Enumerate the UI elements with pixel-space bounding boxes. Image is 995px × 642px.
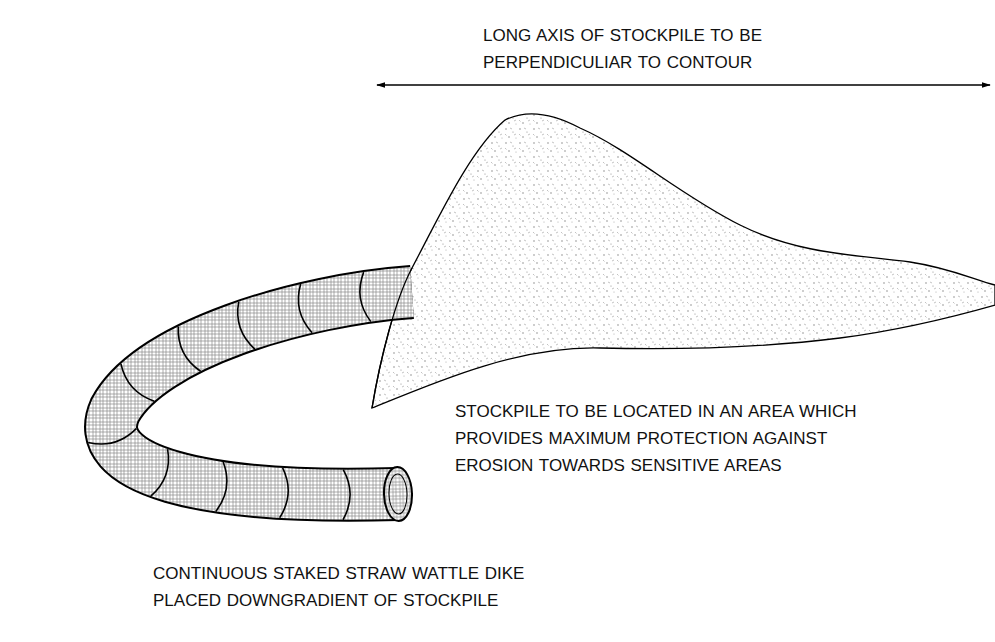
wattle-bands <box>88 272 371 520</box>
wattle-band <box>178 326 200 371</box>
wattle-band <box>298 284 312 333</box>
wattle-band <box>88 429 136 444</box>
wattle-end-ring <box>388 474 407 515</box>
note-label: CONTINUOUS STAKED STRAW WATTLE DIKE PLAC… <box>153 560 531 614</box>
wattle-outline <box>111 292 412 495</box>
wattle-end <box>383 467 413 522</box>
wattle-band <box>238 302 255 349</box>
wattle-band <box>343 470 350 520</box>
straw-wattle-dike <box>88 272 413 521</box>
note-label: STOCKPILE TO BE LOCATED IN AN AREA WHICH… <box>455 398 870 479</box>
stockpile-edge <box>372 268 412 408</box>
wattle-band <box>121 364 154 401</box>
wattle-fill <box>111 292 412 495</box>
wattle-band <box>280 468 289 518</box>
note-label: LONG AXIS OF STOCKPILE TO BE PERPENDICUL… <box>483 22 770 76</box>
wattle-band <box>216 462 227 511</box>
stockpile <box>372 114 995 408</box>
wattle-end-face <box>383 467 413 522</box>
wattle-band <box>151 449 169 496</box>
dimension-arrow <box>377 84 990 86</box>
wattle-band <box>360 272 371 321</box>
